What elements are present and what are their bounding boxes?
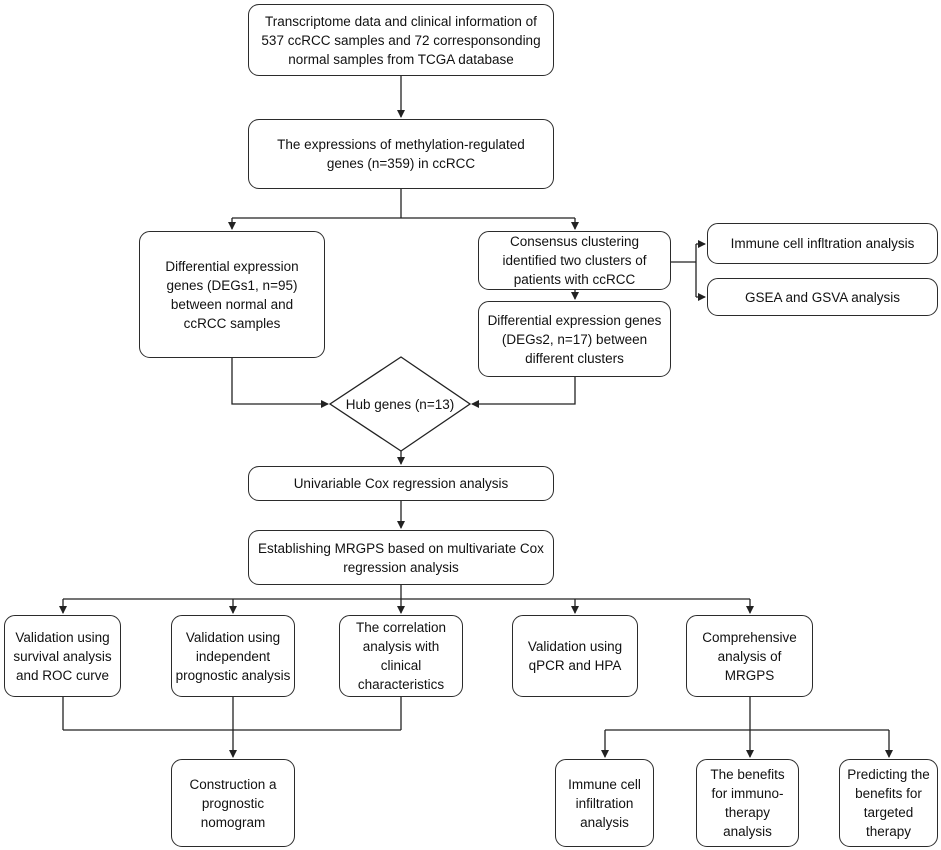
univariable-cox-box: Univariable Cox regression analysis bbox=[248, 466, 554, 501]
hub-genes-label-box: Hub genes (n=13) bbox=[330, 392, 470, 416]
mrgps-label: Establishing MRGPS based on multivariate… bbox=[258, 540, 544, 575]
validation-qpcr-label: Validation using qPCR and HPA bbox=[527, 639, 623, 673]
degs2-label: Differential expression genes (DEGs2, n=… bbox=[487, 312, 662, 366]
consensus-clustering-label: Consensus clustering identified two clus… bbox=[502, 234, 647, 287]
arrow-degs2-to-hub bbox=[471, 377, 576, 408]
nomogram-label: Construction a prognostic nomogram bbox=[189, 776, 277, 830]
validation-survival-label: Validation using survival analysis and R… bbox=[13, 629, 112, 683]
degs1-label: Differential expression genes (DEGs1, n=… bbox=[165, 258, 299, 331]
immune-infiltration-top-label: Immune cell infltration analysis bbox=[730, 236, 915, 251]
gsea-gsva-label: GSEA and GSVA analysis bbox=[744, 289, 901, 305]
degs1-box: Differential expression genes (DEGs1, n=… bbox=[139, 231, 325, 358]
comprehensive-analysis-box: Comprehensive analysis of MRGPS bbox=[686, 615, 813, 697]
validation-qpcr-box: Validation using qPCR and HPA bbox=[512, 615, 638, 697]
arrow-degs1-to-hub bbox=[231, 358, 329, 408]
hub-genes-label: Hub genes (n=13) bbox=[345, 396, 455, 412]
validation-survival-box: Validation using survival analysis and R… bbox=[4, 615, 121, 697]
tcga-data-label: Transcriptome data and clinical informat… bbox=[261, 13, 541, 67]
targeted-therapy-label: Predicting the benefits for targeted the… bbox=[847, 767, 930, 839]
targeted-therapy-box: Predicting the benefits for targeted the… bbox=[839, 759, 938, 847]
methylation-expression-label: The expressions of methylation-regulated… bbox=[277, 137, 525, 171]
validation-independent-box: Validation using independent prognostic … bbox=[171, 615, 295, 697]
consensus-clustering-box: Consensus clustering identified two clus… bbox=[478, 231, 671, 290]
validation-independent-label: Validation using independent prognostic … bbox=[175, 629, 291, 683]
comprehensive-analysis-label: Comprehensive analysis of MRGPS bbox=[702, 629, 797, 683]
immunotherapy-label: The benefits for immuno-therapy analysis bbox=[710, 767, 785, 839]
correlation-clinical-label: The correlation analysis with clinical c… bbox=[355, 620, 447, 692]
immune-infiltration-top-box: Immune cell infltration analysis bbox=[707, 223, 938, 264]
immune-infiltration-bottom-box: Immune cell infiltration analysis bbox=[555, 759, 654, 847]
degs2-box: Differential expression genes (DEGs2, n=… bbox=[478, 301, 671, 377]
methylation-expression-box: The expressions of methylation-regulated… bbox=[248, 119, 554, 189]
mrgps-box: Establishing MRGPS based on multivariate… bbox=[248, 530, 554, 585]
nomogram-box: Construction a prognostic nomogram bbox=[171, 759, 295, 847]
correlation-clinical-box: The correlation analysis with clinical c… bbox=[339, 615, 463, 697]
immune-infiltration-bottom-label: Immune cell infiltration analysis bbox=[568, 776, 641, 830]
univariable-cox-label: Univariable Cox regression analysis bbox=[293, 476, 509, 491]
gsea-gsva-box: GSEA and GSVA analysis bbox=[707, 278, 938, 316]
immunotherapy-box: The benefits for immuno-therapy analysis bbox=[696, 759, 799, 847]
tcga-data-box: Transcriptome data and clinical informat… bbox=[248, 4, 554, 76]
hub-genes-diamond bbox=[328, 356, 472, 452]
